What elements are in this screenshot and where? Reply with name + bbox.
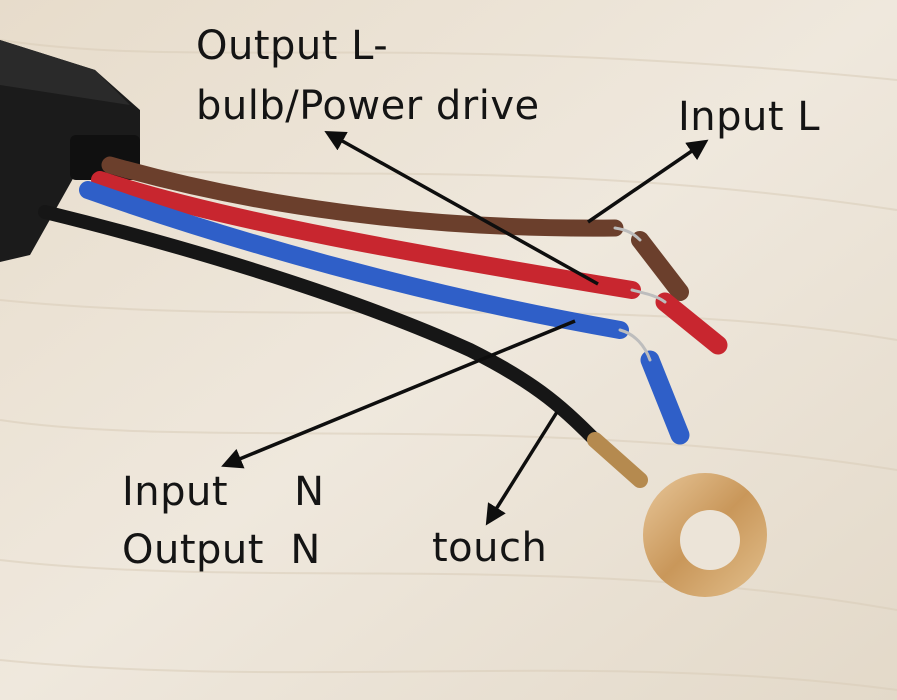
label-output-l: Output L- <box>196 23 389 69</box>
ring-terminal-icon <box>587 432 767 597</box>
arrow-input-l <box>587 139 709 224</box>
label-output-n: Output N <box>122 527 321 573</box>
arrow-output-l <box>324 130 599 286</box>
label-touch: touch <box>432 525 548 571</box>
wires <box>38 156 728 452</box>
annotation-arrows <box>221 130 709 526</box>
label-input-n: Input N <box>122 469 325 515</box>
arrow-touch <box>485 411 559 526</box>
arrow-input-n <box>221 319 576 469</box>
label-output-l-bulb: bulb/Power drive <box>196 83 540 129</box>
label-input-l: Input L <box>678 94 821 140</box>
